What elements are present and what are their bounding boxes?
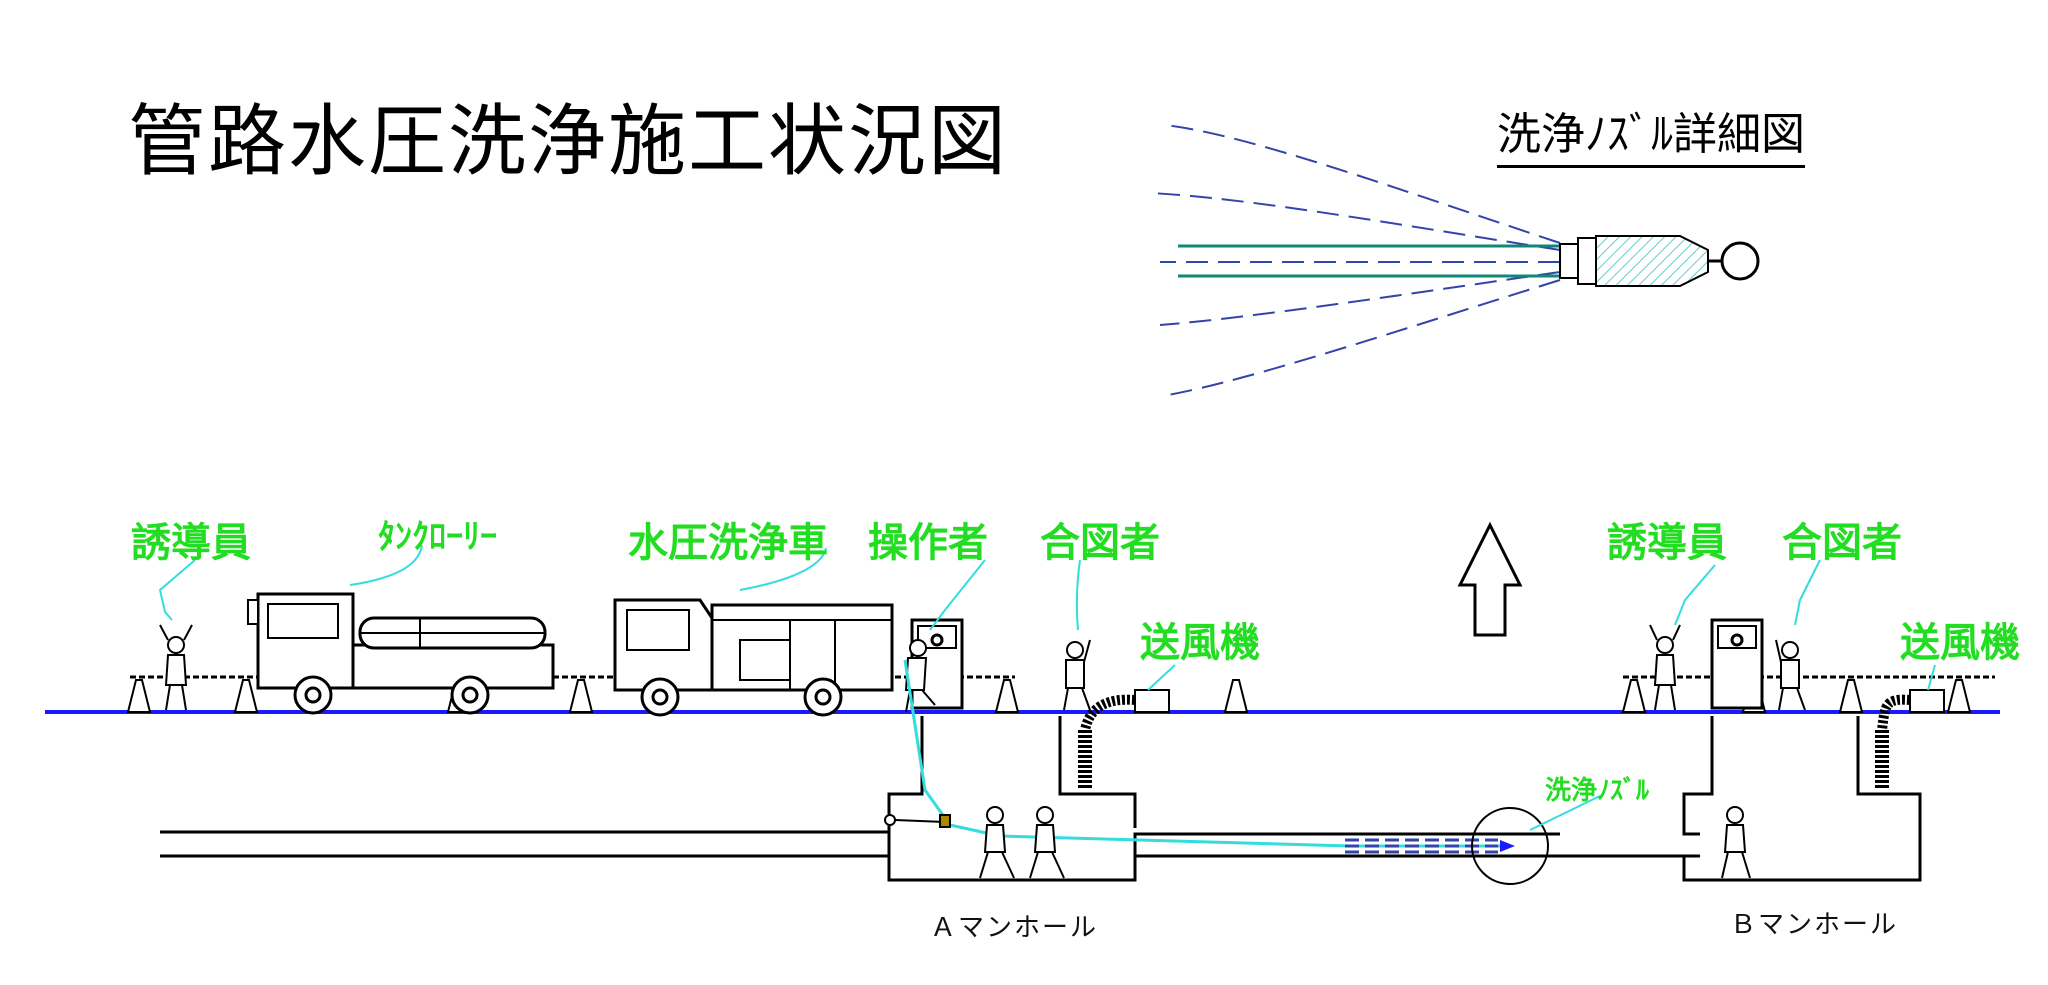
worker-icon-operator [904,639,936,713]
label-nozzle: 洗浄ﾉｽﾞﾙ [1545,776,1650,806]
spray-line [1164,124,1561,244]
traffic-cone-icon [1838,679,1864,713]
leader-blower-a [1147,664,1176,691]
detail-title: 洗浄ﾉｽﾞﾙ詳細図 [1497,113,1805,168]
leader-signaler-a [1075,559,1081,631]
label-blower-a: 送風機 [1140,620,1260,666]
traffic-cones [126,679,1972,713]
worker-icon-signaler-b [1775,639,1806,711]
traffic-cone-icon [1946,679,1972,713]
label-tank-lorry: ﾀﾝｸﾛｰﾘｰ [378,517,497,557]
nozzle-icon [1500,840,1515,852]
leader-lines [158,544,1936,831]
spray-line [1149,192,1561,251]
leader-operator [929,559,986,631]
leader-nozzle [1529,795,1601,831]
manhole-a-structure [160,716,1700,882]
nozzle-detail [1149,124,1760,396]
label-manhole-a: Ａマンホール [930,913,1099,943]
spray-line [1167,279,1561,396]
arrow-up-icon [1457,521,1523,637]
label-manhole-b: Ｂマンホール [1730,910,1899,940]
leader-washer-truck [739,547,827,591]
jet-lines [1178,244,1560,278]
nozzle-callout-circle [1471,807,1549,885]
blower-icon-a [1078,689,1170,790]
label-signaler-b: 合図者 [1782,520,1902,566]
manhole-b-structure [1682,716,1922,882]
label-guide-b: 誘導員 [1607,520,1727,566]
page-title: 管路水圧洗浄施工状況図 [128,97,1009,187]
hose-guide-roller [884,814,951,828]
traffic-cone-icon [1621,679,1647,713]
traffic-cone-icon [126,679,152,713]
label-blower-b: 送風機 [1900,620,2020,666]
hose-reel-stand-b [1710,618,1764,710]
label-signaler-a: 合図者 [1040,520,1160,566]
spray-line [1159,271,1561,326]
traffic-cone-icon [233,679,259,713]
worker-icon-pipe-1 [979,806,1015,879]
hose-reel-stand-a [910,618,964,710]
worker-icon-guide-b [1649,624,1681,711]
traffic-cone-icon [994,679,1020,713]
label-operator: 操作者 [868,520,988,566]
worker-icon-signaler-a [1063,639,1091,711]
leader-signaler-b [1794,559,1821,626]
worker-icon-pipe-b [1721,806,1751,879]
blower-icon-b [1875,689,1945,790]
label-guide-a: 誘導員 [131,520,251,566]
worker-icon-guide-a [159,624,193,711]
nozzle-eye-ring [1720,241,1760,281]
label-washer-truck: 水圧洗浄車 [628,520,828,566]
leader-guide-a [158,559,196,621]
leader-blower-b [1927,664,1936,691]
leader-guide-b [1674,564,1716,626]
spray-lines [1149,124,1561,396]
traffic-cone-icon [1223,679,1249,713]
nozzle-head [1595,235,1709,287]
washer-truck-icon [613,598,894,717]
hose-connector [1559,243,1579,279]
hose-connector-ring [1577,237,1597,285]
leader-tank-lorry [349,544,423,586]
traffic-cone-icon [568,679,594,713]
worker-icon-pipe-2 [1029,806,1065,879]
tank-lorry-truck-icon [247,592,555,715]
